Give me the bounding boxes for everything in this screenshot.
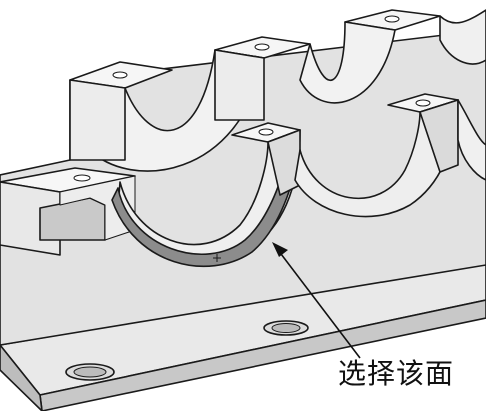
- base-hole-left: [65, 363, 115, 381]
- front-saddle-right: [457, 99, 486, 181]
- leader-arrow: [272, 242, 361, 359]
- left-end-block: [0, 167, 136, 256]
- front-saddle-left: [111, 122, 301, 268]
- pick-marker: [213, 254, 221, 262]
- base-hole-middle: [263, 320, 309, 336]
- annotation-label: 选择该面: [338, 357, 455, 390]
- rear-saddles: [69, 9, 486, 172]
